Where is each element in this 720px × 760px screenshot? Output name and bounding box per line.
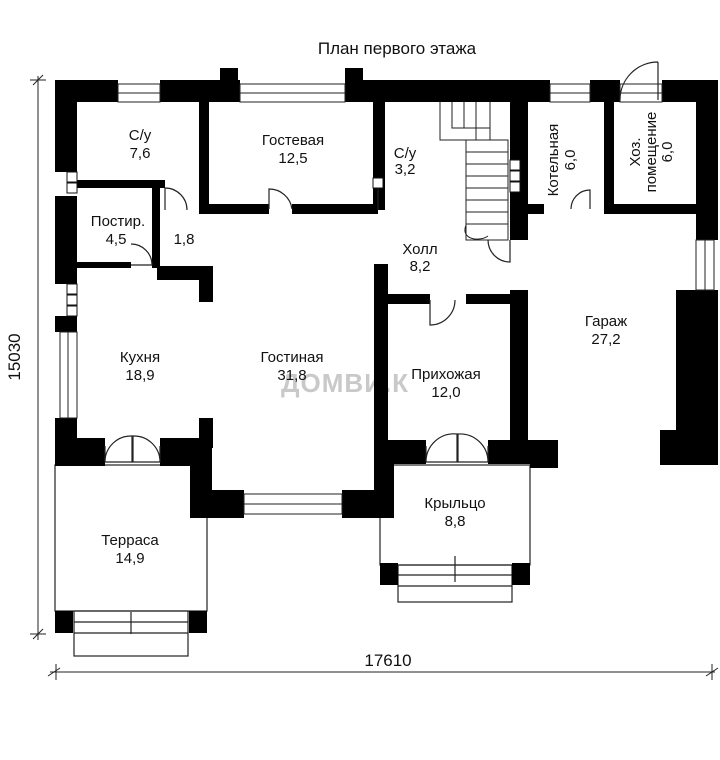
room-utility-name-2: помещение: [643, 112, 660, 193]
room-utility-area: 6,0: [659, 142, 676, 163]
room-utility-name-1: Хоз.: [627, 137, 644, 166]
room-guest-area: 12,5: [278, 150, 307, 167]
room-garage-name: Гараж: [585, 313, 627, 330]
vent-icons: [66, 159, 521, 317]
room-hall-name: Холл: [402, 241, 437, 258]
room-corridor-area: 1,8: [174, 231, 195, 248]
doors: [104, 61, 659, 463]
room-kitchen-name: Кухня: [120, 349, 160, 366]
walls: [55, 68, 718, 633]
room-guest-name: Гостевая: [262, 132, 324, 149]
room-living-name: Гостиная: [261, 349, 324, 366]
room-boiler-area: 6,0: [562, 150, 579, 171]
room-wc1-area: 7,6: [130, 145, 151, 162]
dimension-lines: [30, 74, 719, 680]
staircase: [439, 102, 509, 241]
room-wc2-name: С/у: [394, 145, 417, 162]
room-living-area: 31,8: [277, 367, 306, 384]
room-wc2-area: 3,2: [395, 161, 416, 178]
room-porch-area: 8,8: [445, 513, 466, 530]
room-terrace-name: Терраса: [101, 532, 159, 549]
room-boiler-name: Котельная: [545, 124, 562, 197]
room-terrace-area: 14,9: [115, 550, 144, 567]
room-hall-area: 8,2: [410, 258, 431, 275]
room-wc1-name: С/у: [129, 127, 152, 144]
terrace-outline: [54, 464, 208, 657]
room-garage-area: 27,2: [591, 331, 620, 348]
windows: [59, 83, 715, 515]
room-kitchen-area: 18,9: [125, 367, 154, 384]
plan-title: План первого этажа: [318, 39, 477, 58]
room-laundry-area: 4,5: [106, 231, 127, 248]
room-entry-name: Прихожая: [411, 366, 481, 383]
room-labels: С/у 7,6 Гостевая 12,5 С/у 3,2 Котельная …: [91, 112, 676, 567]
room-entry-area: 12,0: [431, 384, 460, 401]
width-dimension: 17610: [364, 651, 411, 670]
room-laundry-name: Постир.: [91, 213, 145, 230]
height-dimension: 15030: [5, 333, 24, 380]
room-porch-name: Крыльцо: [424, 495, 485, 512]
porch-outline: [379, 464, 531, 603]
